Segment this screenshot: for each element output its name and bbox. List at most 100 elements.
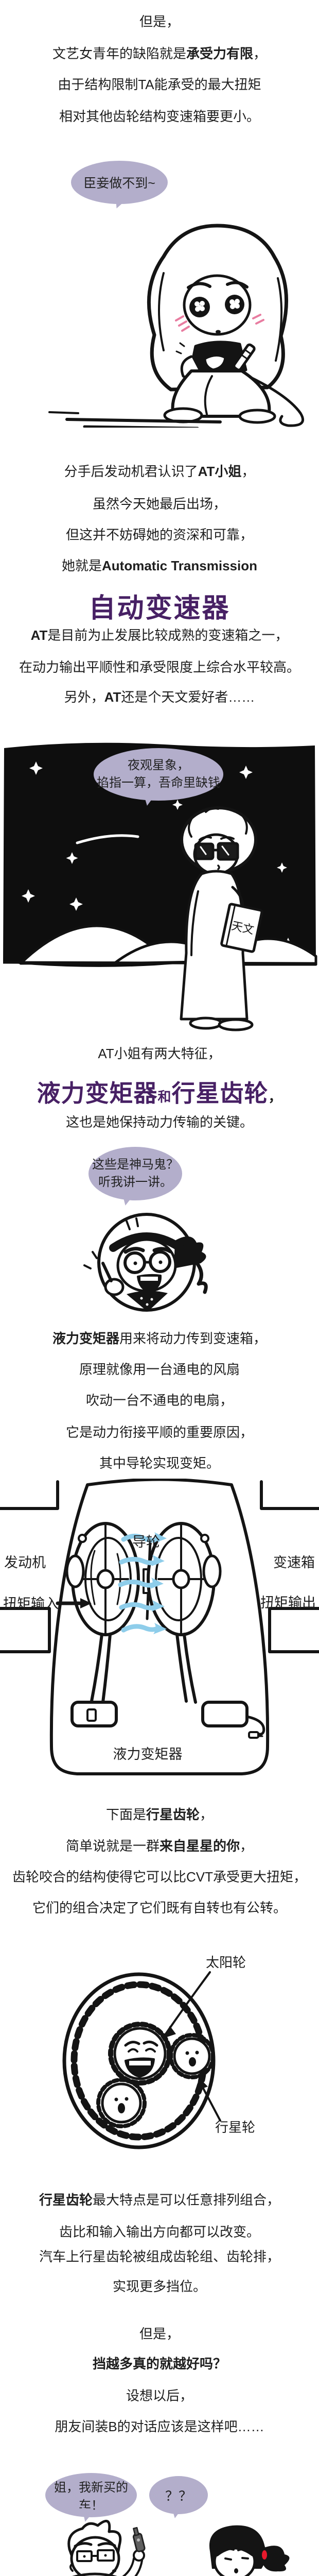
question-line-2: 挡越多真的就越好吗？ <box>0 2355 319 2372</box>
text-segment-bold: 液力变矩器 <box>52 1331 119 1346</box>
bubble-text-line1: 这些是神马鬼？ <box>92 1158 179 1172</box>
bubble-text: 臣妾做不到~ <box>83 176 155 191</box>
unpowered-fan-icon <box>147 1522 265 1739</box>
intro-line-1: 但是， <box>0 13 319 30</box>
housing-outline <box>49 1479 270 1775</box>
text-segment: 下面是 <box>105 1807 146 1822</box>
text-segment: 汽车上行星齿轮被组成齿轮组、齿轮排， <box>39 2249 280 2264</box>
text-segment: 相对其他齿轮结构变速箱要更小。 <box>59 109 260 124</box>
text-segment: ， <box>241 464 255 479</box>
text-segment: ， <box>253 46 267 61</box>
crying-girl-speech-bubble: 臣妾做不到~ <box>71 161 168 217</box>
night-sky-panel: 天文 <box>3 742 317 1031</box>
panel1-right-bubble: ？？ <box>149 2476 208 2526</box>
bubble-text: ？？ <box>165 2488 192 2504</box>
text-segment: AT小姐有两大特征， <box>98 1046 221 1061</box>
tc-desc-line-5: 其中导轮实现变矩。 <box>0 1455 319 1471</box>
text-segment: 齿轮咬合的结构使得它可以比CVT承受更大扭矩， <box>12 1869 307 1885</box>
shooting-star-icon <box>76 834 139 844</box>
sister-character-icon <box>209 2525 290 2576</box>
question-line-4: 朋友间装B的对话应该是这样吧…… <box>0 2418 319 2435</box>
whip-cord-icon <box>249 376 304 427</box>
text-segment-bold: 承受力有限 <box>186 46 253 61</box>
pg-intro-line-4: 它们的组合决定了它们既有自转也有公转。 <box>0 1900 319 1916</box>
text-segment: 但是， <box>139 14 180 29</box>
bubble-text-line2: 掐指一算，吾命里缺钱 <box>97 776 220 790</box>
brother-character-icon <box>67 2519 146 2576</box>
bubble-text-line2: 听我讲一讲。 <box>98 1175 172 1189</box>
comic-panel-1 <box>67 2519 290 2576</box>
at-desc-line-2: 在动力输出平顺性和承受限度上综合水平较高。 <box>0 659 319 675</box>
gearbox-label: 变速箱 <box>273 1555 315 1570</box>
heading-and: 和 <box>157 1089 172 1105</box>
text-segment: 用来将动力传到变速箱， <box>119 1331 267 1346</box>
narrator-speech-bubble: 这些是神马鬼？ 听我讲一讲。 <box>88 1147 182 1214</box>
at-desc-line-3: 另外，AT还是个天文爱好者…… <box>0 689 319 705</box>
planet-gear-icon <box>169 2033 215 2079</box>
at-desc-line-1: AT是目前为止发展比较成熟的变速箱之一， <box>0 627 319 643</box>
whip-handle-icon <box>233 343 256 371</box>
crying-girl-illustration <box>48 224 304 428</box>
airflow-arrows-icon <box>118 1534 161 1633</box>
text-segment: 吹动一台不通电的电扇， <box>85 1393 233 1408</box>
text-segment: 这也是她保持动力传输的关键。 <box>65 1114 253 1130</box>
title-text: 自动变速器 <box>88 594 231 623</box>
astronomer-speech-bubble: 夜观星象， 掐指一算，吾命里缺钱 <box>94 748 223 814</box>
tc-desc-line-1: 液力变矩器用来将动力传到变速箱， <box>0 1330 319 1347</box>
text-segment: 另外， <box>64 689 104 705</box>
question-line-1: 但是， <box>0 2326 319 2342</box>
stator-label: 导轮 <box>132 1534 160 1550</box>
heading-torque-converter: 液力变矩器 <box>37 1080 158 1107</box>
at-intro-line-2: 虽然今天她最后出场， <box>0 496 319 512</box>
engine-label: 发动机 <box>4 1555 46 1570</box>
pg-feature-line-3: 汽车上行星齿轮被组成齿轮组、齿轮排， <box>0 2248 319 2265</box>
sun-gear-icon <box>108 2022 172 2086</box>
text-segment: 由于结构限制TA能承受的最大扭矩 <box>58 77 261 92</box>
bubble-text: 姐，我新买的车！ <box>54 2481 128 2513</box>
intro-line-4: 相对其他齿轮结构变速箱要更小。 <box>0 108 319 125</box>
features-heading: 液力变矩器和行星齿轮， <box>0 1075 319 1109</box>
text-segment-bold: AT <box>104 689 121 705</box>
torque-converter-caption: 液力变矩器 <box>113 1747 183 1762</box>
text-segment: 朋友间装B的对话应该是这样吧…… <box>55 2419 264 2434</box>
bubble-text-line1: 夜观星象， <box>128 758 189 772</box>
text-segment: 其中导轮实现变矩。 <box>99 1455 220 1471</box>
at-intro-line-3: 但这并不妨碍她的资深和可靠， <box>0 527 319 543</box>
at-intro-line-1: 分手后发动机君认识了AT小姐， <box>0 463 319 480</box>
text-segment: ， <box>240 1838 254 1854</box>
astronomer-woman-icon: 天文 <box>180 806 263 1031</box>
text-segment: 简单说就是一群 <box>65 1838 160 1854</box>
intro-line-2: 文艺女青年的缺陷就是承受力有限， <box>0 45 319 62</box>
text-segment-bold: 挡越多真的就越好吗？ <box>92 2356 226 2371</box>
planet-gear-label: 行星轮 <box>215 2120 255 2135</box>
panel1-left-bubble: 姐，我新买的车！ <box>45 2473 137 2530</box>
features-intro-line: AT小姐有两大特征， <box>0 1045 319 1062</box>
torque-output-label: 扭矩输出 <box>260 1595 316 1611</box>
bubble-tail <box>117 1191 135 1214</box>
text-segment: 它们的组合决定了它们既有自转也有公转。 <box>32 1900 287 1916</box>
text-segment: 文艺女青年的缺陷就是 <box>52 46 186 61</box>
text-segment: 是目前为止发展比较成熟的变速箱之一， <box>47 628 289 643</box>
airflow-arrowheads <box>150 1532 167 1634</box>
page-title: 自动变速器 <box>0 586 319 625</box>
text-segment: 但这并不妨碍她的资深和可靠， <box>65 527 253 543</box>
question-line-3: 设想以后， <box>0 2387 319 2404</box>
text-segment: 在动力输出平顺性和承受限度上综合水平较高。 <box>19 659 300 675</box>
text-segment-bold: Automatic Transmission <box>102 558 257 573</box>
text-segment-bold: 行星齿轮 <box>146 1807 200 1822</box>
tc-desc-line-4: 它是动力衔接平顺的重要原因， <box>0 1424 319 1440</box>
pg-feature-line-1: 行星齿轮最大特点是可以任意排列组合， <box>0 2192 319 2208</box>
tc-desc-line-2: 原理就像用一台通电的风扇 <box>0 1361 319 1378</box>
pg-intro-line-3: 齿轮咬合的结构使得它可以比CVT承受更大扭矩， <box>0 1869 319 1885</box>
features-outro-line: 这也是她保持动力传输的关键。 <box>0 1114 319 1130</box>
text-segment: 齿比和输入输出方向都可以改变。 <box>59 2224 260 2240</box>
text-segment: ， <box>200 1807 214 1822</box>
text-segment: 还是个天文爱好者…… <box>121 689 255 705</box>
at-intro-line-4: 她就是Automatic Transmission <box>0 557 319 574</box>
pg-feature-line-4: 实现更多挡位。 <box>0 2278 319 2295</box>
torque-converter-diagram: 导轮 发动机 变速箱 扭矩输入 扭矩输出 液力变矩器 <box>0 1479 319 1775</box>
powered-fan-icon <box>65 1522 140 1727</box>
pg-intro-line-1: 下面是行星齿轮， <box>0 1806 319 1823</box>
pg-feature-line-2: 齿比和输入输出方向都可以改变。 <box>0 2224 319 2240</box>
